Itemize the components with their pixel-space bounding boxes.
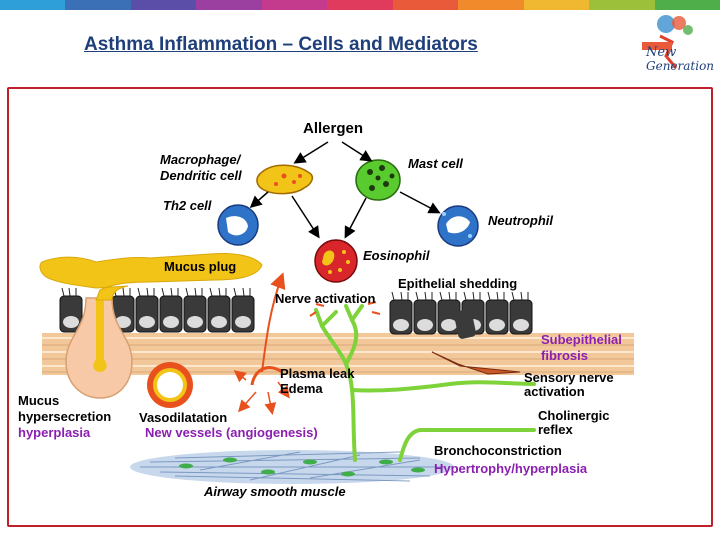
allergen-arrows [249,141,441,239]
sensory-nerve [314,304,536,462]
stripe-segment [392,0,459,10]
svg-text:Generation: Generation [646,59,714,73]
mucus-plug-label: Mucus plug [164,259,237,274]
cilia [61,287,529,301]
hyperplasia-label: hyperplasia [18,425,91,440]
new-vessels-label: New vessels (angiogenesis) [145,425,318,440]
subepithelial-label-1: Subepithelial [541,332,622,347]
edema-label: Edema [280,381,323,396]
hypertrophy-label: Hypertrophy/hyperplasia [434,461,588,476]
airway-smooth-muscle [130,450,454,484]
nerve-activation-rays [309,301,381,317]
mucus-plug [39,253,263,301]
stripe-segment [0,0,66,10]
shed-epithelial-cells [454,309,476,339]
nerve-activation-label: Nerve activation [275,291,376,306]
macrophage-label-2: Dendritic cell [160,168,242,183]
diagram-frame [7,87,713,527]
mucus-label-2: hypersecretion [18,409,112,424]
top-color-stripe [0,0,720,10]
stripe-segment [523,0,590,10]
eosinophil-label: Eosinophil [363,248,430,263]
airway-smooth-muscle-label: Airway smooth muscle [204,484,346,499]
eosinophil-cell [314,239,358,283]
epithelium-right-nuclei [393,319,529,331]
stripe-segment [327,0,393,10]
epithelial-shedding-label: Epithelial shedding [398,276,518,291]
page-title: Asthma Inflammation – Cells and Mediator… [84,34,478,55]
allergen-label: Allergen [303,120,364,137]
stripe-segment [261,0,328,10]
neutrophil-label: Neutrophil [488,213,553,228]
stripe-segment [589,0,655,10]
cholinergic-label-2: reflex [538,422,573,437]
mediator-arrow [261,272,286,373]
mast-cell-label: Mast cell [408,156,463,171]
fibroblast [431,351,521,375]
sensory-nerve-label-1: Sensory nerve [524,370,614,385]
mucus-gland [65,297,133,399]
vasodilatation-label: Vasodilatation [139,410,228,425]
stripe-segment [654,0,720,10]
stripe-segment [65,0,131,10]
macrophage-label-1: Macrophage/ [160,152,241,167]
stripe-segment [458,0,524,10]
stripe-segment [196,0,262,10]
cholinergic-label-1: Cholinergic [538,408,610,423]
stripe-segment [130,0,197,10]
neutrophil-cell [437,205,479,247]
sensory-nerve-label-2: activation [524,384,585,399]
macrophage-cell [256,164,314,195]
subepithelial-label-2: fibrosis [541,348,588,363]
th2-cell-label: Th2 cell [163,198,212,213]
mast-cell [355,159,401,201]
th2-cell [217,204,259,246]
bronchoconstriction-label: Bronchoconstriction [434,443,562,458]
epithelium-left-nuclei [63,316,251,328]
plasma-leak-label: Plasma leak [280,366,355,381]
new-generation-logo: New Generation [642,15,714,73]
svg-text:New: New [645,45,676,60]
mucus-label-1: Mucus [18,393,60,408]
vasodilatation-vessel [147,362,193,408]
